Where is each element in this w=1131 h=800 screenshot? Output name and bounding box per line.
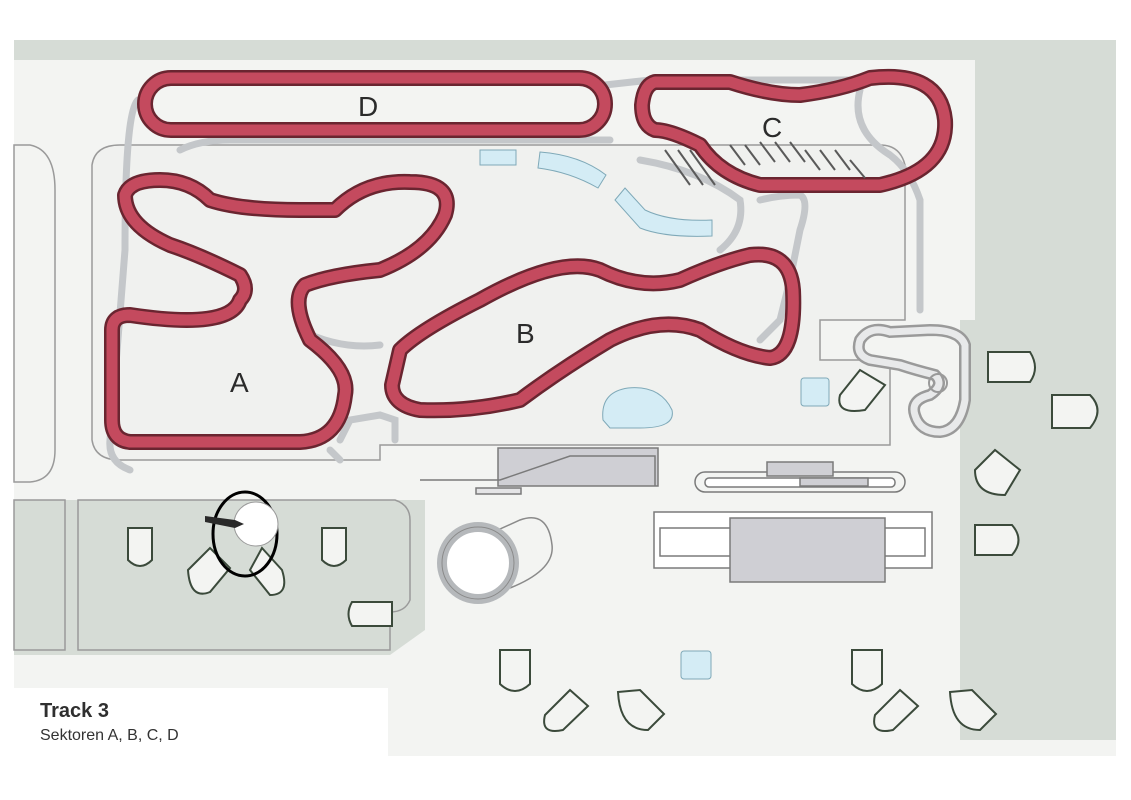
map-caption: Track 3 Sektoren A, B, C, D <box>40 700 179 745</box>
sector-a-track <box>104 172 455 450</box>
sector-label-b: B <box>516 318 535 349</box>
location-marker <box>205 490 279 578</box>
caption-area <box>0 688 388 800</box>
sector-b-track <box>384 246 802 419</box>
buildings <box>420 447 933 583</box>
lower-left-zone <box>13 499 66 651</box>
mini-loop-track <box>852 323 971 439</box>
service-paths <box>106 76 924 474</box>
pit-stands <box>127 351 1099 732</box>
sector-c-track <box>634 69 954 193</box>
sector-c-stand-hatch <box>664 141 866 186</box>
left-strip <box>13 144 56 483</box>
map-title: Track 3 <box>40 700 109 722</box>
map-subtitle: Sektoren A, B, C, D <box>40 727 179 744</box>
sector-label-d: D <box>358 91 378 122</box>
water-features <box>479 149 830 680</box>
sector-d-track <box>137 70 613 138</box>
sector-label-a: A <box>230 367 249 398</box>
sector-label-c: C <box>762 112 782 143</box>
arrow-icon <box>205 516 244 528</box>
roundabout <box>437 517 553 604</box>
